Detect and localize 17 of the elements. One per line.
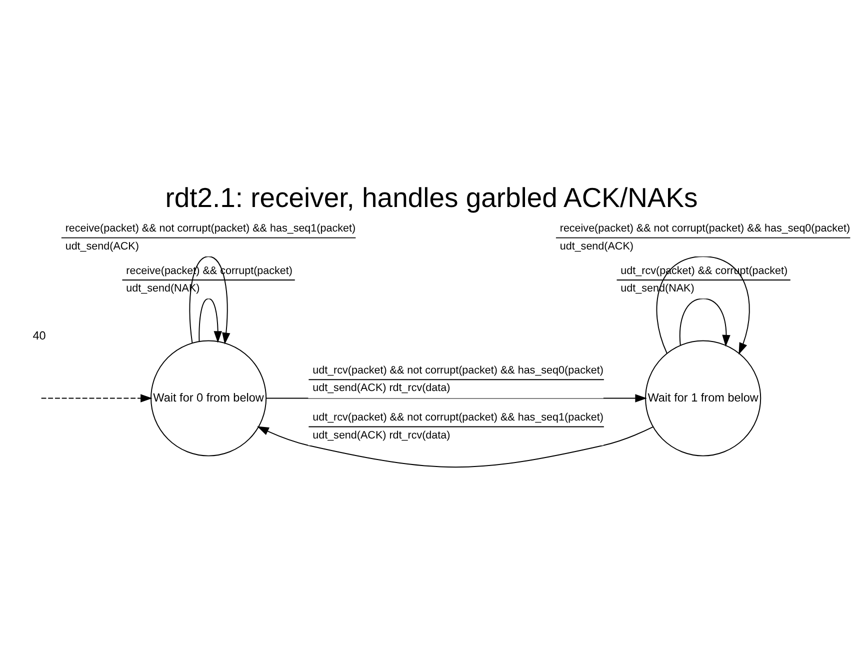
diagram-title: rdt2.1: receiver, handles garbled ACK/NAKs: [165, 182, 698, 213]
node-circle: Wait for 0 from below: [150, 340, 267, 456]
edge-label: receive(packet) && not corrupt(packet) && has_seq1(packet): [65, 222, 356, 235]
arrow: [198, 298, 222, 343]
edge-label: udt_send(ACK) rdt_rcv(data): [312, 429, 450, 442]
label: 40: [32, 330, 46, 343]
arrow: [266, 394, 647, 402]
arrow: [189, 256, 230, 344]
edge-label: udt_send(ACK) rdt_rcv(data): [312, 382, 450, 394]
edge-label: receive(packet) && not corrupt(packet) && has_seq0(packet): [560, 222, 850, 235]
edge-label: udt_send(ACK): [560, 240, 634, 252]
edge-label: udt_rcv(packet) && not corrupt(packet) && has_seq0(packet): [312, 364, 604, 377]
edge-label: udt_rcv(packet) && not corrupt(packet) && has_seq1(packet): [312, 412, 604, 424]
arrow: [40, 394, 152, 402]
arrow: [679, 298, 730, 347]
arrow: [257, 426, 654, 468]
edge-label: udt_send(ACK): [65, 240, 139, 252]
